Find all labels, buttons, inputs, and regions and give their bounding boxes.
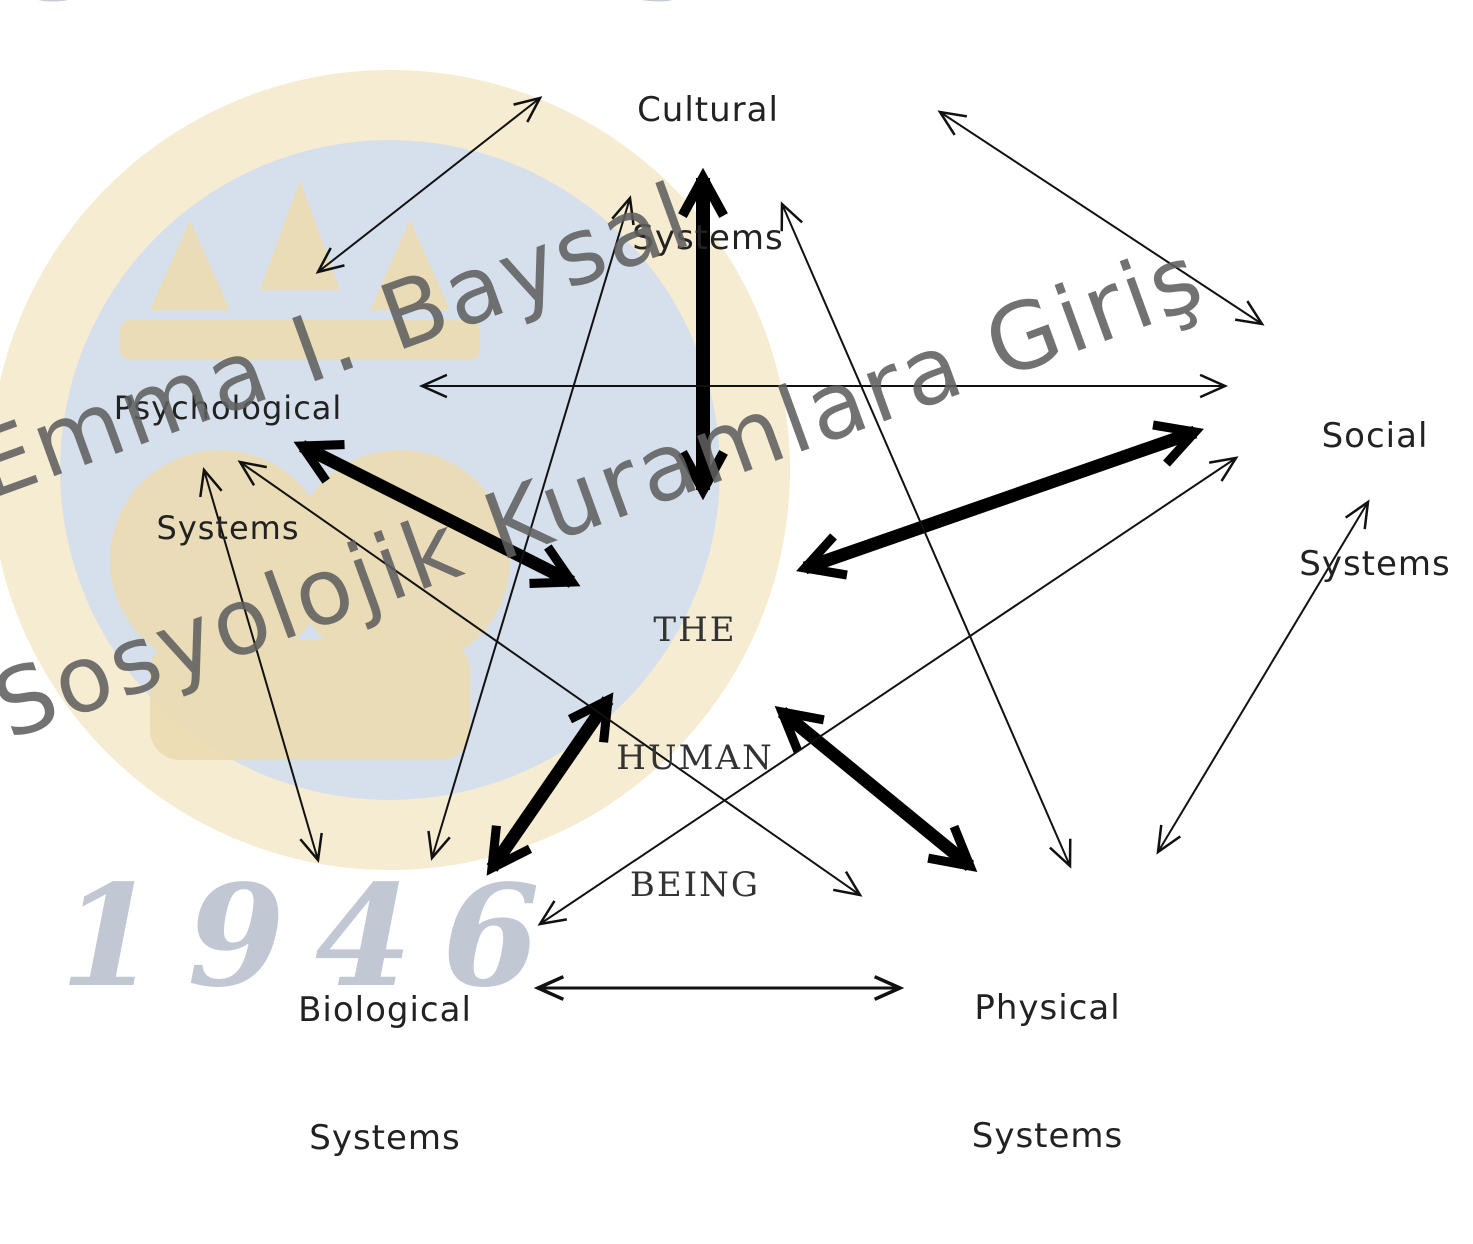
arrow-psychological-physical-shaft	[239, 461, 861, 896]
node-physical-line2: Systems	[971, 1115, 1124, 1156]
arrow-social-biological-head-start	[1208, 456, 1239, 482]
node-psychological-systems: Psychological Systems	[88, 308, 368, 628]
node-cultural-line2: Systems	[632, 217, 784, 258]
arrow-social-physical-head-start	[1344, 499, 1370, 530]
arrow-psychological-social-head-end	[1199, 373, 1229, 399]
arrow-psychological-human-shaft	[299, 440, 575, 588]
arrow-social-human-head-end	[796, 533, 848, 580]
node-human-being: THE HUMAN BEING	[600, 524, 790, 992]
node-physical-systems: Physical Systems	[935, 902, 1160, 1242]
arrow-psychological-physical	[237, 460, 863, 897]
arrow-cultural-biological	[427, 195, 635, 861]
relationship-arrows	[199, 96, 1370, 1001]
arrow-psychological-biological	[199, 467, 323, 863]
node-biological-line1: Biological	[298, 990, 472, 1030]
arrow-cultural-physical	[780, 201, 1072, 869]
seal-arc-text: UNIVERSITY	[0, 0, 973, 29]
arrow-cultural-biological-head-end	[427, 830, 451, 861]
arrow-social-human	[796, 420, 1204, 580]
arrow-cultural-human-head-end	[678, 450, 728, 501]
node-social-systems: Social Systems	[1290, 330, 1460, 670]
node-physical-line1: Physical	[974, 988, 1121, 1028]
university-seal-watermark: UNIVERSITY 1946	[0, 0, 973, 1012]
seal-year: 1946	[60, 855, 570, 1012]
diagram-canvas: UNIVERSITY 1946 Cultural Systems Social …	[0, 0, 1460, 1158]
arrow-biological-human-shaft	[486, 696, 614, 872]
arrow-cultural-biological-shaft	[431, 197, 631, 859]
arrow-psychological-human-head-end	[529, 544, 581, 588]
arrow-biological-physical	[533, 975, 905, 1001]
arrow-cultural-social-head-start	[937, 110, 968, 136]
node-human-line2: HUMAN	[616, 737, 774, 778]
arrow-psychological-human-head-start	[293, 440, 345, 484]
arrow-physical-human-head-start	[774, 705, 825, 754]
arrow-psychological-physical-head-start	[237, 460, 267, 487]
arrow-cultural-physical-head-end	[1049, 838, 1072, 869]
arrow-psychological-biological-head-start	[199, 467, 223, 498]
arrow-social-biological-shaft	[539, 457, 1237, 925]
arrow-cultural-psychological	[315, 96, 543, 274]
node-human-line3: BEING	[629, 865, 761, 905]
arrow-psychological-physical-head-end	[833, 870, 863, 897]
node-biological-systems: Biological Systems	[270, 904, 500, 1244]
arrow-psychological-biological-head-end	[299, 832, 323, 863]
node-cultural-line1: Cultural	[637, 90, 779, 130]
arrow-psychological-human	[293, 440, 581, 588]
arrow-physical-human-shaft	[777, 706, 975, 872]
arrow-social-physical-shaft	[1157, 501, 1369, 853]
arrow-cultural-psychological-head-end	[315, 247, 345, 274]
node-psychological-line2: Systems	[156, 509, 300, 547]
arrow-social-physical	[1156, 499, 1370, 855]
arrow-cultural-physical-head-start	[780, 201, 803, 232]
arrow-psychological-social-head-start	[418, 373, 448, 399]
arrow-physical-human	[774, 705, 978, 873]
node-human-line1: THE	[653, 610, 737, 650]
arrow-cultural-social-shaft	[939, 111, 1263, 325]
arrow-social-physical-head-end	[1156, 824, 1182, 855]
arrow-social-human-head-start	[1152, 420, 1204, 467]
arrow-cultural-human-head-start	[678, 167, 728, 218]
arrow-biological-physical-head-end	[873, 975, 905, 1001]
arrow-cultural-physical-shaft	[781, 203, 1071, 867]
arrow-biological-physical-head-start	[533, 975, 565, 1001]
arrow-psychological-social	[418, 373, 1229, 399]
arrow-psychological-biological-shaft	[203, 469, 319, 861]
node-social-line2: Systems	[1299, 543, 1451, 584]
arrow-social-biological	[537, 456, 1239, 926]
arrow-social-human-shaft	[802, 425, 1198, 575]
arrow-cultural-social-head-end	[1234, 300, 1265, 326]
arrow-biological-human	[486, 692, 614, 876]
arrow-physical-human-head-end	[927, 824, 978, 873]
arrow-cultural-psychological-shaft	[317, 97, 541, 273]
arrow-cultural-human	[678, 167, 728, 501]
arrow-social-biological-head-end	[537, 900, 568, 926]
arrow-cultural-biological-head-start	[611, 195, 635, 226]
node-cultural-systems: Cultural Systems	[608, 4, 808, 344]
node-social-line1: Social	[1321, 416, 1429, 456]
arrow-cultural-social	[937, 110, 1265, 326]
node-biological-line2: Systems	[309, 1117, 461, 1158]
arrow-biological-human-head-end	[486, 825, 533, 876]
arrow-cultural-psychological-head-start	[513, 96, 543, 123]
arrow-biological-human-head-start	[567, 692, 614, 743]
seal-ornament	[110, 180, 510, 760]
node-psychological-line1: Psychological	[113, 389, 343, 427]
